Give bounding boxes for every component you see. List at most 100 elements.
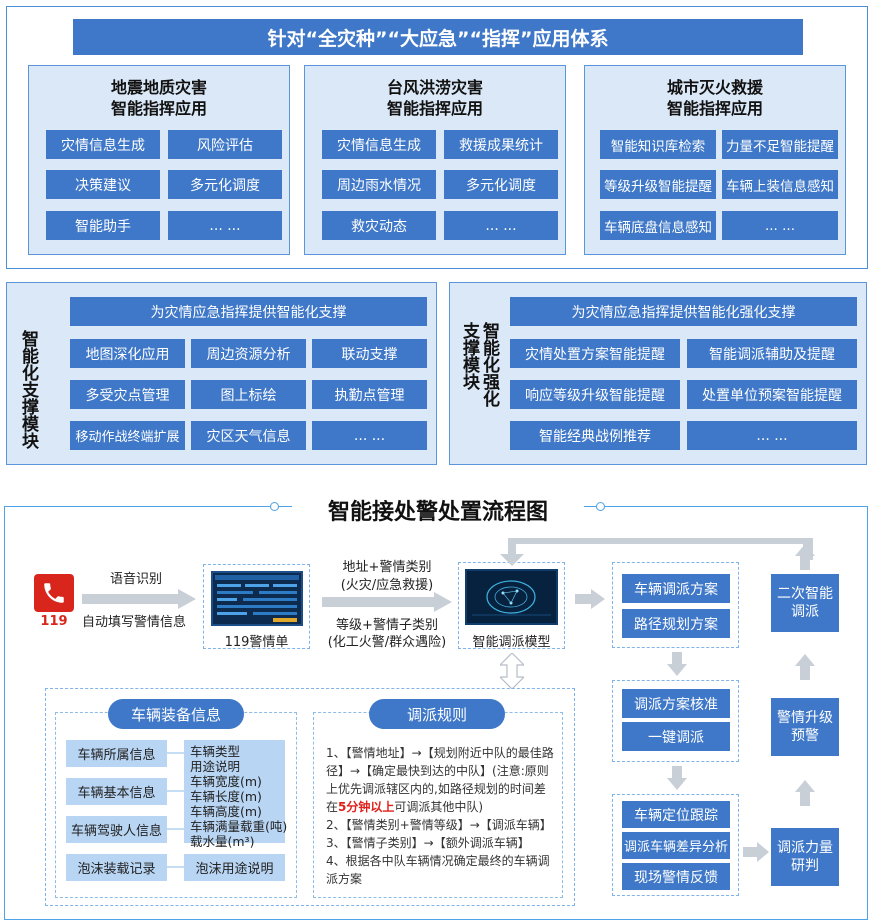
onsite-feedback[interactable]: 现场警情反馈 [622,863,730,890]
vehicle-tracking[interactable]: 车辆定位跟踪 [622,801,730,828]
app-item[interactable]: 多元化调度 [444,170,558,199]
attr-load: 车辆满量载重(吨) [190,819,288,834]
module-item[interactable]: 响应等级升级智能提醒 [510,380,680,409]
flow-title: 智能接处警处置流程图 [327,500,548,525]
module-item[interactable]: 智能调派辅助及提醒 [687,339,857,368]
arrow-bot-text-2: (化工火警/群众遇险) [327,635,447,650]
info-container [45,688,575,906]
force-assessment[interactable]: 调派力量研判 [771,828,839,886]
app-item[interactable]: 周边雨水情况 [322,170,436,199]
flow-title-dot-right [596,502,605,511]
system-title: 针对“全灾种”“大应急”“指挥”应用体系 [73,19,803,55]
rule-4: 4、根据各中队车辆情况确定最终的车辆调派方案 [326,854,550,886]
route-plan[interactable]: 路径规划方案 [622,609,730,638]
app-item[interactable]: 灾情信息生成 [322,130,436,159]
vehicle-attributes: 车辆类型 用途说明 车辆宽度(m) 车辆长度(m) 车辆高度(m) 车辆满量载重… [184,740,288,849]
arrow-up-3 [795,780,815,806]
app-item[interactable]: 风险评估 [168,130,282,159]
bracket-lines [167,752,185,868]
module-item[interactable]: ... ... [312,421,427,450]
alarm-upgrade-warning[interactable]: 警情升级预警 [771,698,839,756]
flow-title-dot-left [270,502,279,511]
module-item[interactable]: 智能经典战例推荐 [510,421,680,450]
one-click-dispatch[interactable]: 一键调派 [622,722,730,751]
attr-width: 车辆宽度(m) [190,774,262,789]
app-typhoon-title-2: 智能指挥应用 [386,99,483,118]
vehicle-info-title: 车辆装备信息 [108,699,244,729]
plan-group [612,562,739,648]
dispatch-diff-analysis[interactable]: 调派车辆差异分析 [622,832,730,859]
arrow-col3-to-right [743,842,769,862]
app-item[interactable]: 救灾动态 [322,211,436,240]
vehicle-basic[interactable]: 车辆基本信息 [66,778,167,805]
arrow-col2-col3 [667,766,687,790]
module-item[interactable]: ... ... [687,421,857,450]
module-item[interactable]: 多受灾点管理 [70,380,185,409]
app-fire-title-1: 城市灭火救援 [666,78,763,97]
vehicle-driver[interactable]: 车辆驾驶人信息 [66,816,167,843]
app-item[interactable]: ... ... [722,211,838,240]
rule-1: 1、【警情地址】→【规划附近中队的最佳路径】→【确定最快到达的中队】(注意:原则… [326,744,554,816]
rule-3: 3、【警情子类别】→【额外调派车辆】 [326,836,530,850]
app-item[interactable]: 等级升级智能提醒 [600,170,716,199]
speech-label: 语音识别 [109,572,162,587]
app-item[interactable]: ... ... [168,211,282,240]
vehicle-ownership[interactable]: 车辆所属信息 [66,740,167,767]
model-label: 智能调派模型 [472,635,551,650]
phone-label: 119 [40,614,68,629]
module-item[interactable]: 处置单位预案智能提醒 [687,380,857,409]
arrow-up-1 [795,544,815,570]
module-item[interactable]: 执勤点管理 [312,380,427,409]
model-brain-image [465,569,558,625]
autofill-label: 自动填写警情信息 [81,615,186,630]
attr-length: 车辆长度(m) [190,789,262,804]
app-item[interactable]: 车辆上装信息感知 [722,170,838,199]
tracking-group [612,794,739,896]
app-item[interactable]: 力量不足智能提醒 [722,130,838,159]
rules-title: 调派规则 [369,699,505,729]
module-item[interactable]: 联动支撑 [312,339,427,368]
module-item[interactable]: 周边资源分析 [191,339,306,368]
attr-water: 载水量(m³) [190,834,255,849]
rule-1-highlight: 5分钟以上 [338,800,395,814]
rules-text: 1、【警情地址】→【规划附近中队的最佳路径】→【确定最快到达的中队】(注意:原则… [326,744,554,888]
module-item[interactable]: 灾情处置方案智能提醒 [510,339,680,368]
arrow-phone-to-form [82,589,196,609]
app-earthquake-title-2: 智能指挥应用 [110,99,207,118]
app-item[interactable]: 车辆底盘信息感知 [600,211,716,240]
module-item[interactable]: 灾区天气信息 [191,421,306,450]
form-label: 119警情单 [224,635,289,650]
rule-1-tail: 可调派其他中队) [394,800,484,814]
app-item[interactable]: 智能助手 [46,211,160,240]
app-earthquake-title-1: 地震地质灾害 [110,78,207,97]
enhanced-module-header: 为灾情应急指挥提供智能化强化支撑 [510,297,857,326]
app-fire-title-2: 智能指挥应用 [666,99,763,118]
rule-1-text: 1、【警情地址】→【规划附近中队的最佳路径】→【确定最快到达的中队】(注意:原则… [326,746,554,814]
module-item[interactable]: 移动作战终端扩展 [70,421,185,450]
arrow-model-rules [500,653,524,689]
arrow-loop-back [500,538,813,566]
app-item[interactable]: 决策建议 [46,170,160,199]
app-item[interactable]: 智能知识库检索 [600,130,716,159]
vehicle-dispatch-plan[interactable]: 车辆调派方案 [622,574,730,603]
arrow-model-to-plan [575,589,605,609]
attr-height: 车辆高度(m) [190,804,262,819]
secondary-dispatch[interactable]: 二次智能调派 [771,574,839,632]
arrow-form-to-model [322,592,452,612]
app-item[interactable]: 救援成果统计 [444,130,558,159]
app-item[interactable]: 灾情信息生成 [46,130,160,159]
support-module-label: 智能化支撑模块 [18,330,38,449]
secondary-dispatch-label: 二次智能调派 [777,586,833,620]
alarm-upgrade-label: 警情升级预警 [777,710,833,744]
app-item[interactable]: ... ... [444,211,558,240]
module-item[interactable]: 图上标绘 [191,380,306,409]
attr-usage: 用途说明 [190,759,241,774]
arrow-up-2 [795,654,815,680]
module-item[interactable]: 地图深化应用 [70,339,185,368]
app-item[interactable]: 多元化调度 [168,170,282,199]
app-typhoon-title-1: 台风洪涝灾害 [386,78,483,97]
foam-usage: 泡沫用途说明 [184,854,285,881]
plan-approval[interactable]: 调派方案核准 [622,689,730,718]
foam-load-record[interactable]: 泡沫装载记录 [66,854,167,881]
arrow-top-text-2: (火灾/应急救援) [340,578,434,593]
